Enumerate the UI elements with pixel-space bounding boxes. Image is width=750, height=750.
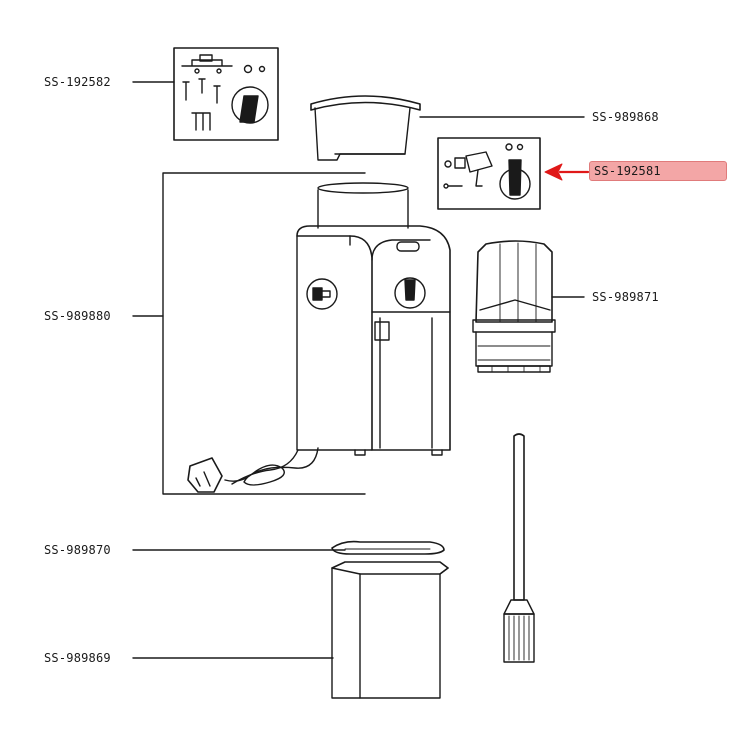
part-label-ss-192582[interactable]: SS-192582 [44,75,111,89]
part-label-ss-192581-highlighted[interactable]: SS-192581 [589,161,727,181]
leader-lines [132,81,585,659]
grounds-container-ss-989869[interactable] [331,561,449,699]
leader-ss-989880 [162,172,366,495]
part-label-ss-989868[interactable]: SS-989868 [592,110,659,124]
grinder-body-ss-989880[interactable] [187,182,451,493]
part-label-ss-989870[interactable]: SS-989870 [44,543,111,557]
container-ss-989871[interactable] [472,240,556,373]
part-label-ss-989869[interactable]: SS-989869 [44,651,111,665]
cleaning-brush[interactable] [503,433,535,663]
kit-box-ss-192582[interactable] [173,47,279,141]
highlight-arrow [544,163,590,181]
part-label-ss-989880[interactable]: SS-989880 [44,309,111,323]
part-label-ss-989871[interactable]: SS-989871 [592,290,659,304]
kit-box-ss-192581[interactable] [437,137,541,210]
gasket-ss-989870[interactable] [331,540,445,555]
hopper-ss-989868[interactable] [310,95,421,161]
